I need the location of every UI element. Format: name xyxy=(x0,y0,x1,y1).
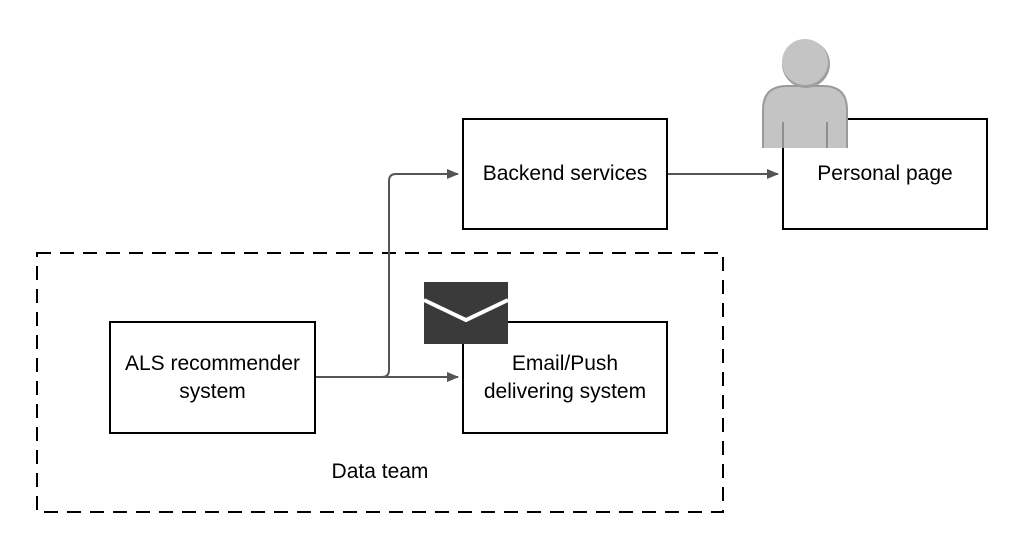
als-recommender-label: ALS recommender system xyxy=(124,351,301,403)
data-team-label: Data team xyxy=(331,460,429,483)
edge-als-to-backend xyxy=(316,169,459,378)
personal-page-label: Personal page xyxy=(817,162,953,185)
backend-services-node: Backend services xyxy=(462,118,668,230)
data-team-boundary xyxy=(36,252,724,513)
email-push-node: Email/Push delivering system xyxy=(462,321,668,434)
envelope-icon xyxy=(422,280,510,346)
als-recommender-node: ALS recommender system xyxy=(109,321,316,434)
backend-services-label: Backend services xyxy=(482,162,648,185)
email-push-label: Email/Push delivering system xyxy=(483,351,647,403)
user-icon xyxy=(760,36,850,148)
